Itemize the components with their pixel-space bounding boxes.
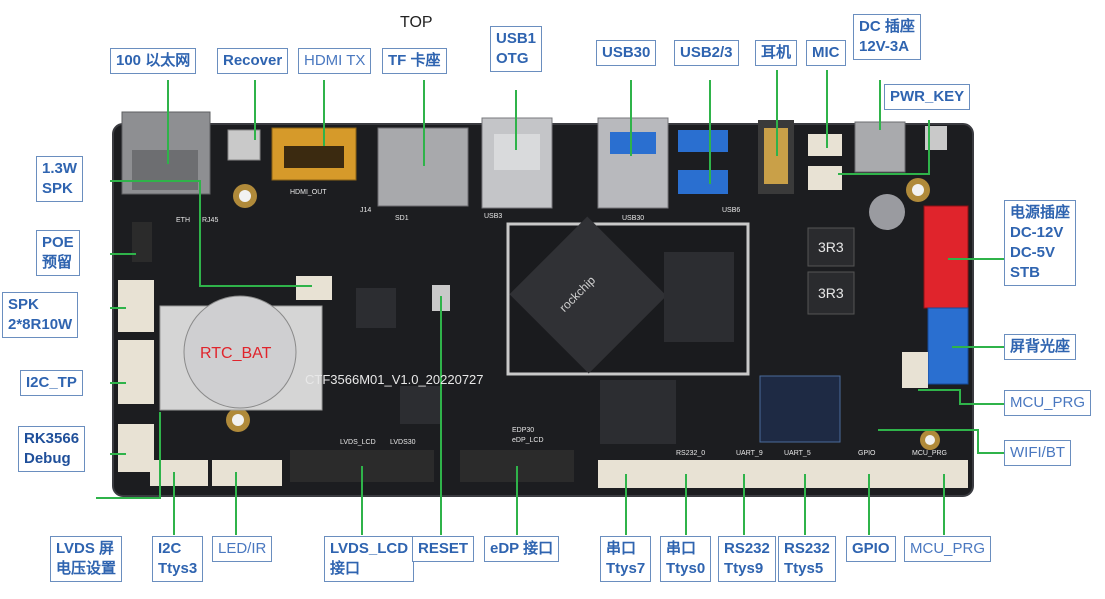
usb23-header [678, 130, 728, 152]
spk-connector [118, 280, 154, 332]
label-reset: RESET [412, 536, 475, 562]
label-edp: eDP 接口 [484, 536, 560, 562]
inductor [807, 227, 855, 267]
silk-usb30: USB30 [622, 215, 644, 222]
label-backlight: 屏背光座 [1004, 334, 1077, 360]
power-key [925, 126, 947, 150]
label-ethernet: 100 以太网 [110, 48, 197, 74]
label-gpio: GPIO [846, 536, 896, 562]
label-earphone: 耳机 [755, 40, 798, 66]
label-usb23: USB2/3 [674, 40, 739, 66]
silk-mcu-prg: MCU_PRG [912, 450, 947, 457]
label-poe: POE 预留 [36, 230, 80, 276]
silk-rj45: RJ45 [202, 217, 218, 224]
i2c-header [150, 460, 208, 486]
label-spk: SPK 2*8R10W [2, 292, 79, 338]
silk-rs232: RS232_0 [676, 450, 705, 457]
silk-usb6: USB6 [722, 207, 740, 214]
silk-uart5: UART_5 [784, 450, 811, 457]
label-mcu-prg-bottom: MCU_PRG [904, 536, 992, 562]
label-dc-jack: DC 插座 12V-3A [853, 14, 921, 60]
label-pwr-key: PWR_KEY [884, 84, 971, 110]
dc-jack [854, 121, 906, 173]
silk-usb3: USB3 [484, 213, 502, 220]
led-ir-header [212, 460, 282, 486]
silk-3r3-b: 3R3 [818, 285, 844, 301]
label-usb1-otg: USB1 OTG [490, 26, 543, 72]
mic-connector [808, 134, 842, 156]
label-tf-slot: TF 卡座 [382, 48, 447, 74]
spk-1w-connector [296, 276, 332, 300]
debug-connector [118, 424, 154, 472]
label-recover: Recover [217, 48, 289, 74]
label-power-socket: 电源插座 DC-12V DC-5V STB [1004, 200, 1077, 286]
label-rk-debug: RK3566 Debug [18, 426, 86, 472]
silk-uart9: UART_9 [736, 450, 763, 457]
inductor [807, 271, 855, 315]
uart-headers [598, 460, 968, 488]
label-mic: MIC [806, 40, 846, 66]
label-i2c-ttys3: I2C Ttys3 [152, 536, 204, 582]
label-rs232-ttys5: RS232 Ttys5 [778, 536, 836, 582]
label-lvds-lcd: LVDS_LCD 接口 [324, 536, 415, 582]
power-socket [923, 205, 969, 309]
label-rs232-ttys9: RS232 Ttys9 [718, 536, 776, 582]
i2c-tp-connector [118, 340, 154, 404]
label-spk-1w: 1.3W SPK [36, 156, 84, 202]
silk-rtc: RTC_BAT [200, 345, 272, 362]
label-usb30: USB30 [596, 40, 657, 66]
silk-lvds30: LVDS30 [390, 439, 416, 446]
page-title: TOP [400, 14, 433, 31]
silk-eth: ETH [176, 217, 190, 224]
capacitor [869, 194, 905, 230]
soc-chip [509, 216, 667, 374]
silk-edp-lcd: eDP_LCD [512, 437, 544, 444]
label-mcu-prg-right: MCU_PRG [1004, 390, 1092, 416]
label-led-ir: LED/IR [212, 536, 273, 562]
silk-gpio: GPIO [858, 450, 876, 457]
label-serial-ttys0: 串口 Ttys0 [660, 536, 712, 582]
label-hdmi-tx: HDMI TX [298, 48, 372, 74]
pwm-connector [902, 352, 928, 388]
silk-hdmi: HDMI_OUT [290, 189, 327, 196]
silk-lvds-lcd: LVDS_LCD [340, 439, 376, 446]
poe-header [132, 222, 152, 262]
usb30-port [597, 117, 669, 209]
memory-chip [664, 252, 734, 342]
silk-sd1: SD1 [395, 215, 409, 222]
silk-3r3-a: 3R3 [818, 239, 844, 255]
silk-edp30: EDP30 [512, 427, 534, 434]
silk-j14: J14 [360, 207, 371, 214]
silk-model: CTF3566M01_V1.0_20220727 [305, 372, 484, 387]
rtc-battery [183, 295, 297, 409]
label-serial-ttys7: 串口 Ttys7 [600, 536, 652, 582]
label-lvds-voltage: LVDS 屏 电压设置 [50, 536, 123, 582]
label-i2c-tp: I2C_TP [20, 370, 83, 396]
label-wifi-bt: WIFI/BT [1004, 440, 1071, 466]
